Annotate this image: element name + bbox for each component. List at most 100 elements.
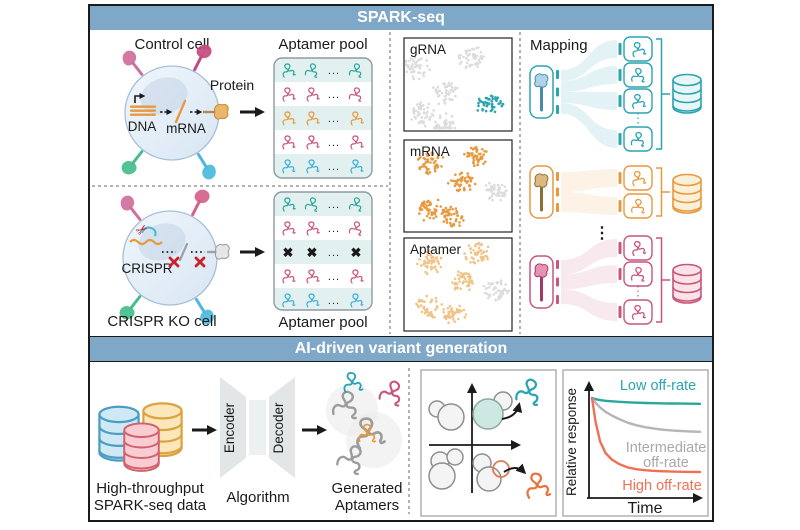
- latent-space-border: [420, 369, 557, 517]
- row-ellipsis: ...: [328, 271, 340, 283]
- row-ellipsis: ...: [328, 161, 340, 173]
- knockout-x-icon: ✖: [351, 245, 362, 260]
- absent-protein-icon: [207, 243, 230, 260]
- crispr-ko-cell-title: CRISPR KO cell: [107, 313, 216, 330]
- aptamer-glyph-pink: [377, 377, 407, 407]
- crispr-ko-cell: ✂ CRISPR CRISPR KO cell: [107, 185, 265, 330]
- pool-row-stripe: [274, 288, 372, 310]
- latent-space-panel: [420, 369, 557, 517]
- mapping-ellipsis: ⋮: [594, 225, 610, 242]
- low-offrate-label: Low off-rate: [620, 378, 696, 394]
- aptamer-pool-bottom-label: Aptamer pool: [278, 314, 367, 331]
- mapping-ribbon: [561, 66, 617, 92]
- dna-icon: [130, 93, 156, 116]
- offrate-chart-border: [562, 369, 709, 517]
- intermediate-offrate-label-line2: off-rate: [643, 455, 689, 471]
- knockout-x-icon: [168, 256, 180, 268]
- receptor-icon: [117, 145, 149, 180]
- mrna-icon: [174, 99, 187, 124]
- offrate-curves: [590, 396, 702, 474]
- aptamer-pool-top: ...............: [274, 58, 372, 178]
- knockout-x-icon: ✖: [307, 245, 318, 260]
- latent-bar: [249, 400, 266, 455]
- generated-aptamers: Generated Aptamers: [326, 370, 407, 514]
- control-cell: Control cell DNA mRNA Protein: [117, 36, 265, 184]
- aptamer-pool-top-label: Aptamer pool: [278, 36, 367, 53]
- row-ellipsis: ...: [328, 137, 340, 149]
- bracket: [656, 237, 670, 323]
- cluster-circles: [428, 391, 513, 492]
- mrna-clusters: [416, 146, 508, 228]
- row-ellipsis: ...: [328, 247, 340, 259]
- algorithm-label: Algorithm: [226, 489, 289, 506]
- knockout-x-icon: ✖: [283, 245, 294, 260]
- database-icon: [672, 73, 702, 114]
- high-offrate-label: High off-rate: [622, 478, 702, 494]
- encoder-shape: [220, 377, 246, 478]
- sparkseq-data-stack: High-throughput SPARK-seq data: [94, 401, 207, 514]
- x-axis-label: Time: [628, 500, 663, 517]
- mapping-row-orange: [529, 165, 702, 219]
- grna-panel: gRNA: [403, 37, 513, 132]
- aptamer-pool-bottom-border: [273, 191, 373, 311]
- receptor-icon: [190, 149, 221, 184]
- database-icon: [672, 263, 702, 304]
- protein-blob-icon: [534, 173, 549, 188]
- selected-cluster-teal: [472, 398, 504, 430]
- mapping-ribbon: [561, 239, 617, 275]
- ai-variant-header: AI-driven variant generation: [90, 336, 712, 362]
- protein-label: Protein: [210, 77, 254, 93]
- crispr-label: CRISPR: [121, 261, 172, 276]
- decoder-label: Decoder: [271, 402, 286, 454]
- knockout-x-icon: [194, 256, 206, 268]
- aptamer-panel-label: Aptamer: [410, 242, 462, 257]
- database-icon: [672, 173, 702, 214]
- y-axis-label: Relative response: [564, 388, 579, 496]
- aptamer-clusters: [415, 241, 511, 325]
- mapping-ribbon: [561, 192, 617, 215]
- ai-variant-title: AI-driven variant generation: [294, 340, 508, 357]
- mrna-panel: mRNA: [403, 139, 513, 233]
- mapping-row-teal: [529, 36, 702, 152]
- data-stack-label-line2: SPARK-seq data: [94, 497, 207, 514]
- row-ellipsis: ...: [328, 295, 340, 307]
- row-ellipsis: ...: [328, 223, 340, 235]
- mapping-ribbon: [561, 40, 617, 81]
- mrna-panel-label: mRNA: [410, 144, 450, 159]
- spark-seq-header: SPARK-seq: [90, 6, 712, 30]
- row-ellipsis: ...: [328, 199, 340, 211]
- data-stack-label-line1: High-throughput: [96, 480, 204, 497]
- aptamer-pool-bottom: ...... ✖ ✖ ✖.........: [274, 192, 372, 310]
- grna-clusters: [404, 46, 505, 130]
- mapping-title: Mapping: [530, 37, 588, 54]
- pick-arrow: [503, 463, 527, 475]
- mapping-ribbon: [561, 289, 617, 321]
- pick-arrow: [501, 402, 523, 420]
- spark-seq-title: SPARK-seq: [357, 9, 445, 26]
- row-ellipsis: ...: [328, 89, 340, 101]
- mapping-ribbon: [561, 103, 617, 148]
- row-ellipsis: ...: [328, 113, 340, 125]
- mapping-ribbon: [561, 92, 617, 110]
- pool-row-stripe: [274, 240, 372, 264]
- spark-seq-panel: Control cell DNA mRNA Protein: [92, 32, 702, 334]
- cell-shading: [140, 77, 188, 115]
- decoder-shape: [269, 377, 295, 478]
- offrate-curve-0: [590, 396, 702, 405]
- mapping-diagram: [529, 36, 702, 325]
- receptor-icon: [184, 185, 214, 220]
- mapping-ribbon: [561, 265, 617, 290]
- intermediate-offrate-label-line1: Intermediate: [626, 440, 707, 456]
- generated-label-line2: Aptamers: [335, 497, 399, 514]
- bracket: [656, 167, 670, 217]
- offrate-curve-2: [590, 396, 702, 474]
- protein-icon: [203, 103, 229, 120]
- protein-blob-icon: [534, 73, 549, 88]
- dna-label: DNA: [128, 119, 157, 134]
- database-icon-pink: [123, 422, 160, 473]
- mapping-ribbon: [561, 169, 617, 192]
- mrna-label: mRNA: [166, 121, 206, 136]
- offrate-chart: Relative response Time Low off-rate Inte…: [562, 369, 709, 517]
- algorithm-block: Encoder Decoder Algorithm: [220, 377, 295, 506]
